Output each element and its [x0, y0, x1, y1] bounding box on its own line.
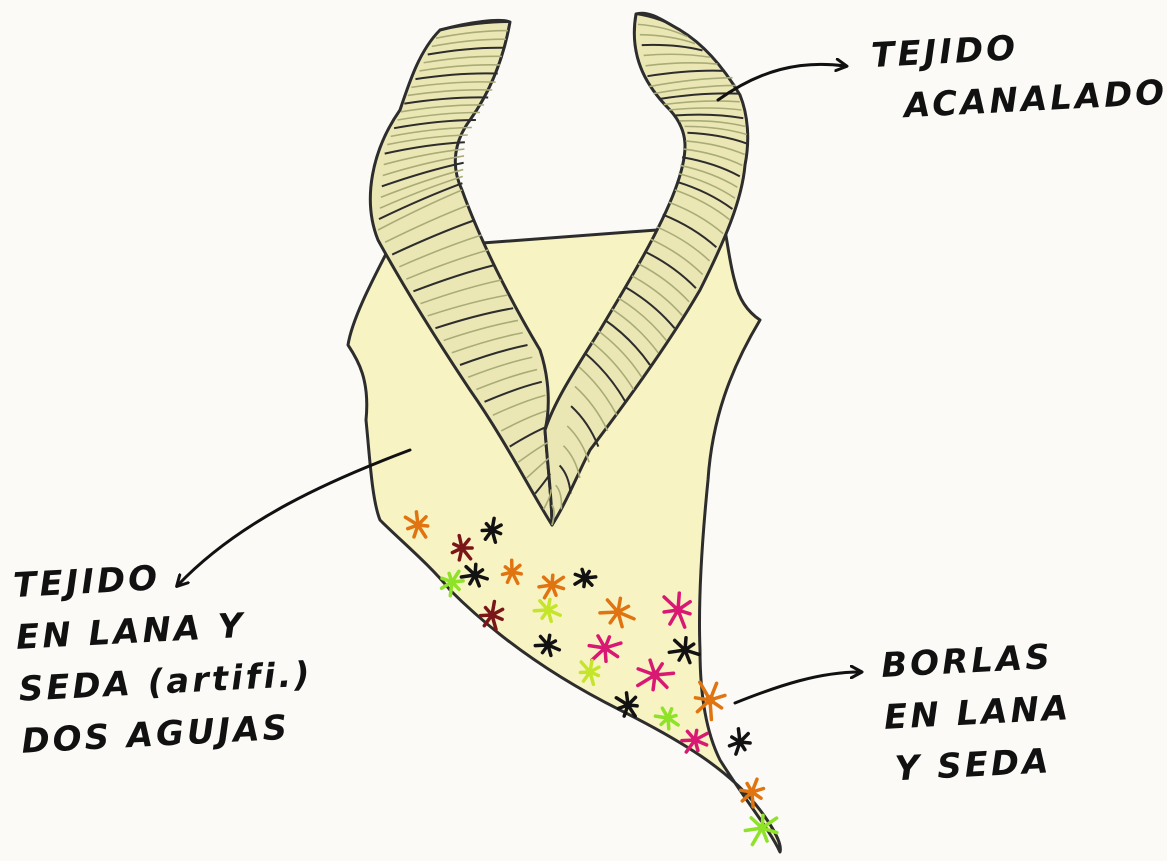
arrow-tassels: [735, 672, 860, 703]
tassel: [730, 729, 751, 754]
garment-body: [348, 225, 780, 852]
label-line: Y SEDA: [893, 734, 1075, 795]
label-knit-fabric: TEJIDO EN LANA Y SEDA (artifi.) DOS AGUJ…: [12, 545, 317, 768]
label-tassels: BORLAS EN LANA Y SEDA: [880, 630, 1075, 796]
label-ribbed-fabric: TEJIDO ACANALADO: [870, 15, 1167, 134]
